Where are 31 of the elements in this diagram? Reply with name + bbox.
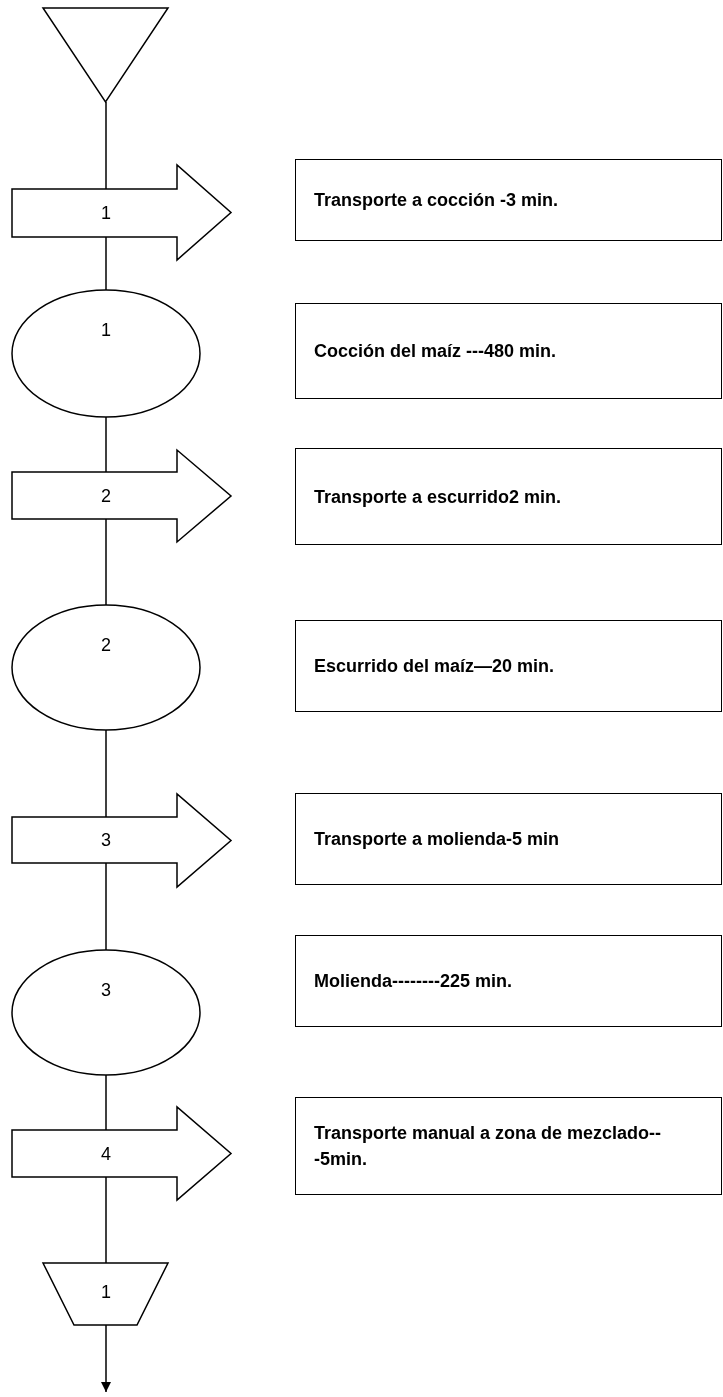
step-description-box <box>295 159 722 241</box>
step-description: Escurrido del maíz—20 min. <box>314 655 555 678</box>
step-description: Transporte a molienda-5 min <box>314 828 560 851</box>
connector-line <box>105 1176 107 1264</box>
connector-line <box>105 101 107 190</box>
connector-line <box>105 729 107 818</box>
step-number: 3 <box>100 830 112 850</box>
step-number: 1 <box>100 203 112 223</box>
step-number: 4 <box>100 1143 112 1164</box>
step-description: Transporte a escurrido2 min. <box>314 485 562 509</box>
step-number: 1 <box>100 320 112 340</box>
step-description-box <box>295 620 722 712</box>
step-description-box <box>295 1097 722 1195</box>
connector-line <box>105 862 107 951</box>
step-number: 1 <box>100 1282 112 1302</box>
step-description-box <box>295 303 722 399</box>
step-number: 2 <box>100 485 112 506</box>
step-number: 3 <box>100 980 112 1000</box>
connector-line <box>105 518 107 606</box>
connector-line <box>105 1074 107 1131</box>
connector-line <box>105 416 107 473</box>
step-description: Cocción del maíz ---480 min. <box>314 340 557 363</box>
step-description-box <box>295 793 722 885</box>
step-description: Transporte manual a zona de mezclado---5min. <box>314 1122 663 1171</box>
step-description: Transporte a cocción -3 min. <box>314 189 559 212</box>
connector-line <box>105 236 107 291</box>
step-description-box <box>295 935 722 1027</box>
flow-arrow <box>101 1324 111 1393</box>
step-description: Molienda--------225 min. <box>314 970 512 993</box>
step-description-box <box>295 448 722 545</box>
step-number: 2 <box>100 635 112 655</box>
